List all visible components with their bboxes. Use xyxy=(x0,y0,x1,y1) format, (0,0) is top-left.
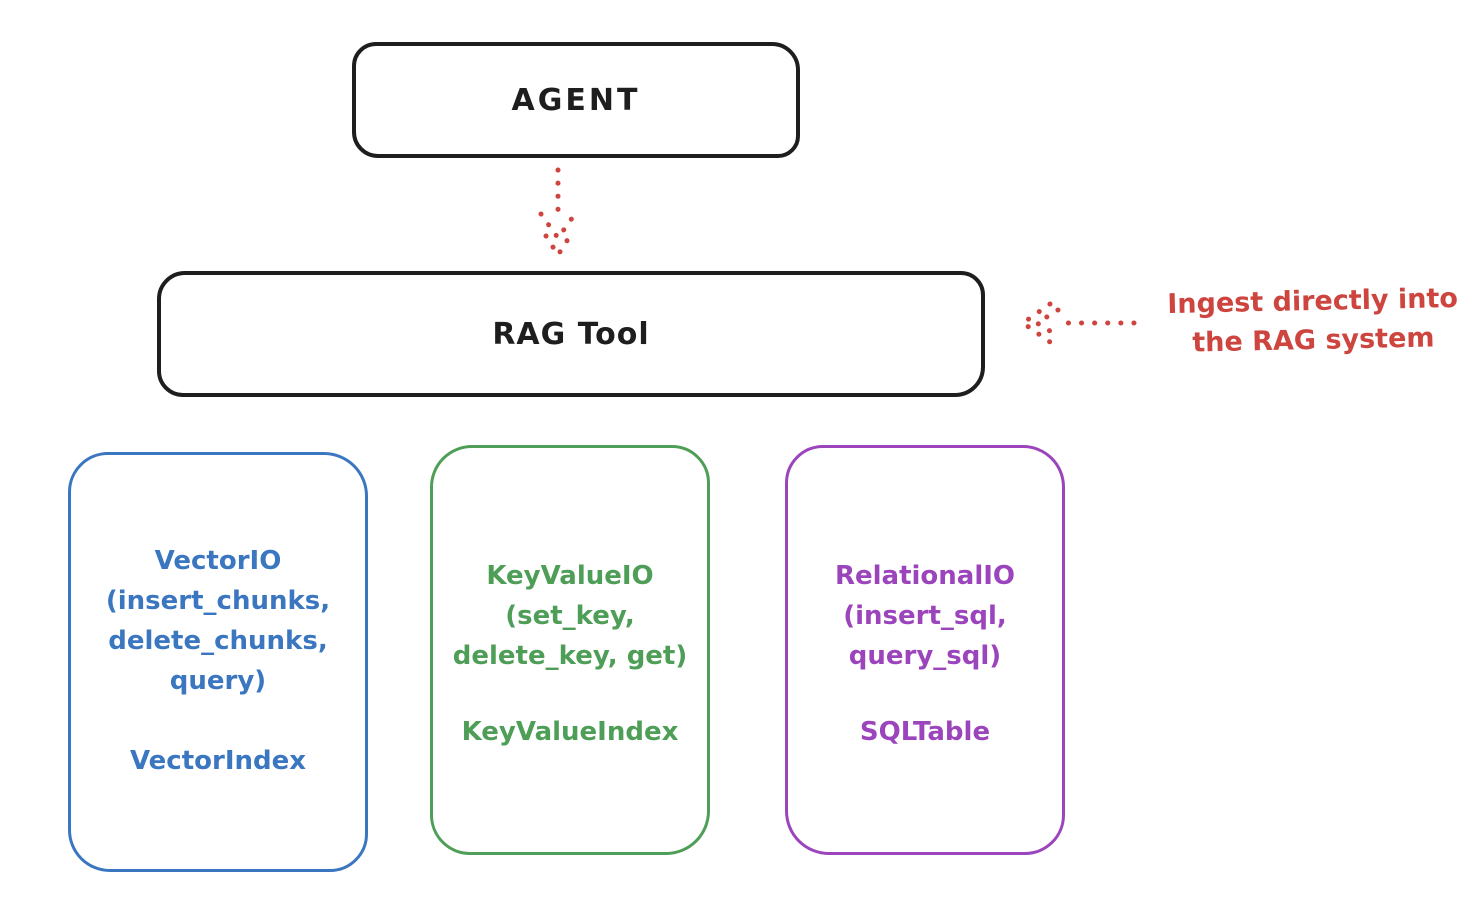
relational-io-title: RelationalIO xyxy=(834,561,1016,591)
vector-io-method-line: delete_chunks, xyxy=(108,626,328,656)
key-value-io-method-line: (set_key, xyxy=(505,601,635,631)
arrow-agent-to-rag-tool-icon xyxy=(538,167,578,258)
ingest-annotation-line-2: the RAG system xyxy=(1192,322,1435,359)
key-value-io-node: KeyValueIO (set_key, delete_key, get) Ke… xyxy=(430,445,710,855)
rag-tool-label: RAG Tool xyxy=(492,316,650,352)
vector-io-title: VectorIO xyxy=(154,546,282,576)
arrow-annotation-to-rag-tool-icon xyxy=(1020,301,1137,345)
vector-io-method-line: (insert_chunks, xyxy=(105,586,331,616)
agent-node: AGENT xyxy=(352,42,800,158)
vector-index-label: VectorIndex xyxy=(129,746,307,776)
ingest-annotation: Ingest directly into the RAG system xyxy=(1144,278,1482,363)
key-value-index-label: KeyValueIndex xyxy=(461,717,679,747)
relational-io-method-line: (insert_sql, xyxy=(843,601,1007,631)
key-value-io-method-line: delete_key, get) xyxy=(452,641,688,671)
relational-io-node: RelationalIO (insert_sql, query_sql) SQL… xyxy=(785,445,1065,855)
agent-label: AGENT xyxy=(511,82,641,118)
vector-io-method-line: query) xyxy=(169,666,267,696)
key-value-io-title: KeyValueIO xyxy=(486,561,654,591)
vector-io-node: VectorIO (insert_chunks, delete_chunks, … xyxy=(68,452,368,872)
relational-io-method-line: query_sql) xyxy=(848,641,1002,671)
rag-tool-node: RAG Tool xyxy=(157,271,985,397)
sql-table-label: SQLTable xyxy=(859,717,991,747)
